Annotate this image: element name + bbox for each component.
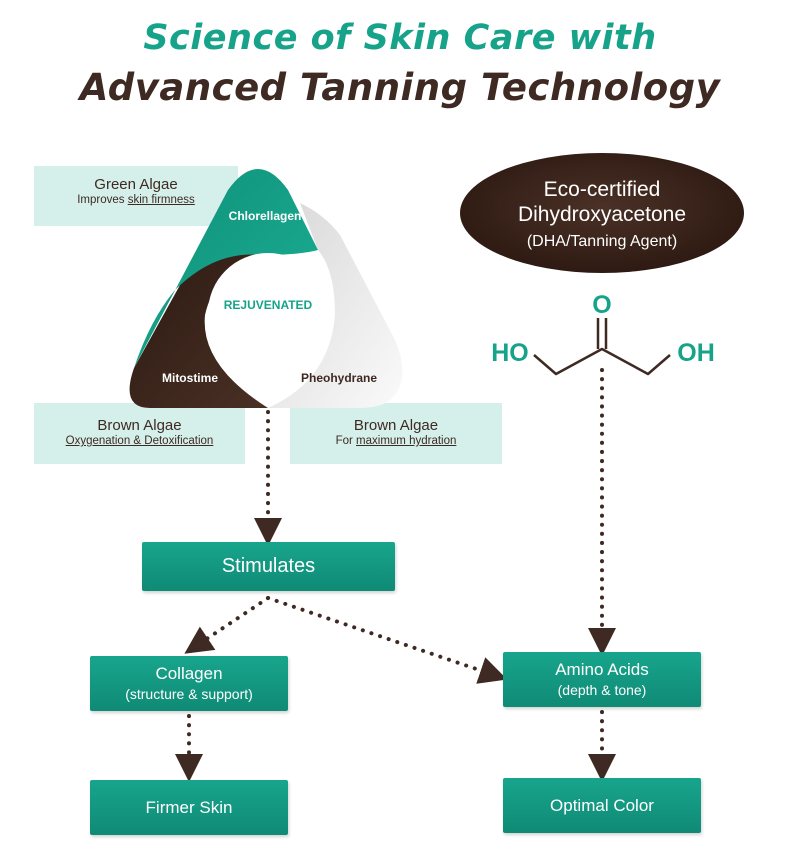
amino-acids-title: Amino Acids bbox=[555, 660, 649, 679]
title-line-1: Science of Skin Care with bbox=[143, 18, 657, 58]
triangle-gray-segment bbox=[268, 203, 403, 408]
triangle-brown-segment bbox=[129, 252, 268, 408]
collagen-title: Collagen bbox=[155, 664, 223, 683]
brown-algae-right-box: Brown Algae For maximum hydration bbox=[290, 403, 502, 464]
chlorellagen-label: Chlorellagen bbox=[229, 209, 302, 223]
oxygen-atom: O bbox=[592, 291, 611, 319]
amino-acids-box: Amino Acids (depth & tone) bbox=[503, 652, 701, 707]
rejuvenated-triangle: REJUVENATED Chlorellagen Mitostime Pheoh… bbox=[129, 169, 403, 408]
optimal-color-box: Optimal Color bbox=[503, 778, 701, 833]
rejuvenated-label: REJUVENATED bbox=[224, 298, 313, 312]
oh-group: OH bbox=[677, 339, 715, 367]
brown-algae-left-box: Brown Algae Oxygenation & Detoxification bbox=[34, 403, 245, 464]
flow-arrows bbox=[175, 368, 616, 782]
green-algae-desc: Improves skin firmness bbox=[77, 194, 195, 206]
green-algae-title: Green Algae bbox=[94, 176, 178, 193]
amino-acids-sub: (depth & tone) bbox=[557, 682, 647, 698]
optimal-color-label: Optimal Color bbox=[550, 796, 654, 815]
ho-group: HO bbox=[491, 339, 529, 367]
firmer-skin-box: Firmer Skin bbox=[90, 780, 288, 835]
collagen-sub: (structure & support) bbox=[125, 686, 253, 702]
rejuvenated-circle bbox=[208, 253, 328, 373]
firmer-skin-label: Firmer Skin bbox=[145, 798, 233, 817]
brown-algae-right-title: Brown Algae bbox=[353, 417, 439, 434]
dha-line-3: (DHA/Tanning Agent) bbox=[527, 233, 677, 250]
green-algae-box: Green Algae Improves skin firmness bbox=[34, 166, 238, 226]
stimulates-box: Stimulates bbox=[142, 542, 395, 591]
arrow-stimulates-to-collagen bbox=[184, 596, 270, 654]
dha-line-1: Eco-certified bbox=[544, 178, 661, 201]
dha-ellipse: Eco-certified Dihydroxyacetone (DHA/Tann… bbox=[460, 153, 744, 273]
dha-molecule: O HO OH bbox=[491, 291, 715, 376]
mitostime-label: Mitostime bbox=[162, 371, 218, 385]
brown-algae-left-title: Brown Algae bbox=[97, 417, 182, 434]
stimulates-label: Stimulates bbox=[221, 555, 316, 577]
brown-algae-right-desc: For maximum hydration bbox=[335, 435, 457, 447]
pheohydrane-label: Pheohydrane bbox=[301, 371, 377, 385]
title-line-2: Advanced Tanning Technology bbox=[79, 66, 721, 109]
collagen-box: Collagen (structure & support) bbox=[90, 656, 288, 711]
arrow-stimulates-to-amino bbox=[266, 596, 508, 684]
dha-line-2: Dihydroxyacetone bbox=[518, 203, 686, 226]
triangle-teal-segment bbox=[134, 169, 318, 368]
brown-algae-left-desc: Oxygenation & Detoxification bbox=[65, 435, 214, 447]
